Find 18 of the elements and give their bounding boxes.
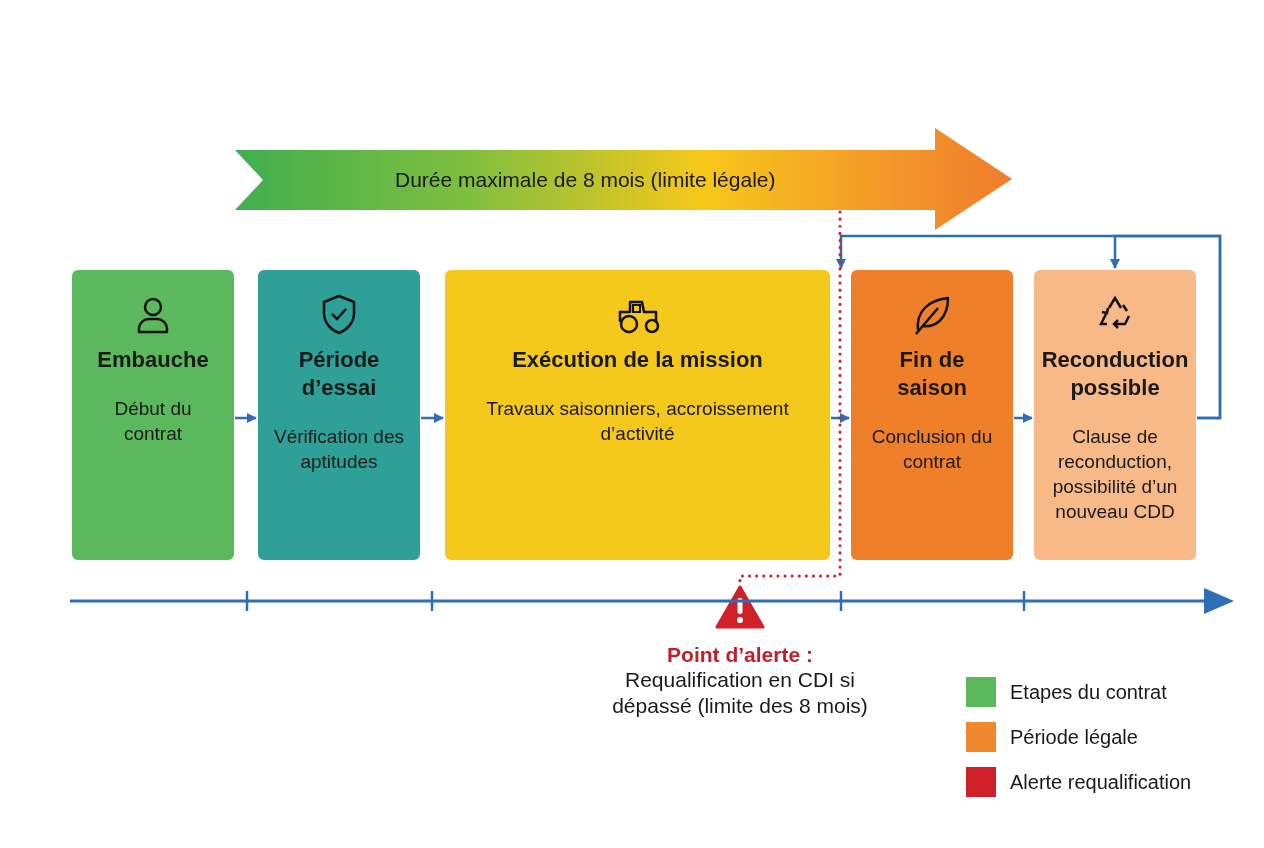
step-box — [851, 270, 1013, 560]
step-box — [1034, 270, 1196, 560]
arrow — [831, 413, 850, 423]
legend-label: Etapes du contrat — [1010, 680, 1167, 704]
legend-label: Période légale — [1010, 725, 1138, 749]
step-box — [258, 270, 420, 560]
duration-label: Durée maximale de 8 mois (limite légale) — [395, 168, 776, 192]
legend-label: Alerte requalification — [1010, 770, 1192, 794]
step-box — [445, 270, 830, 560]
alert-text: Requalification en CDI si dépassé (limite des 8 mois) — [611, 667, 869, 719]
arrow — [836, 234, 1222, 420]
dotted-connector — [738, 210, 842, 590]
arrow — [235, 413, 257, 423]
step-box — [72, 270, 234, 560]
duration-arrow — [235, 128, 1012, 230]
arrow — [421, 413, 444, 423]
alert-title: Point d’alerte : — [667, 643, 813, 667]
arrow — [1014, 413, 1033, 423]
